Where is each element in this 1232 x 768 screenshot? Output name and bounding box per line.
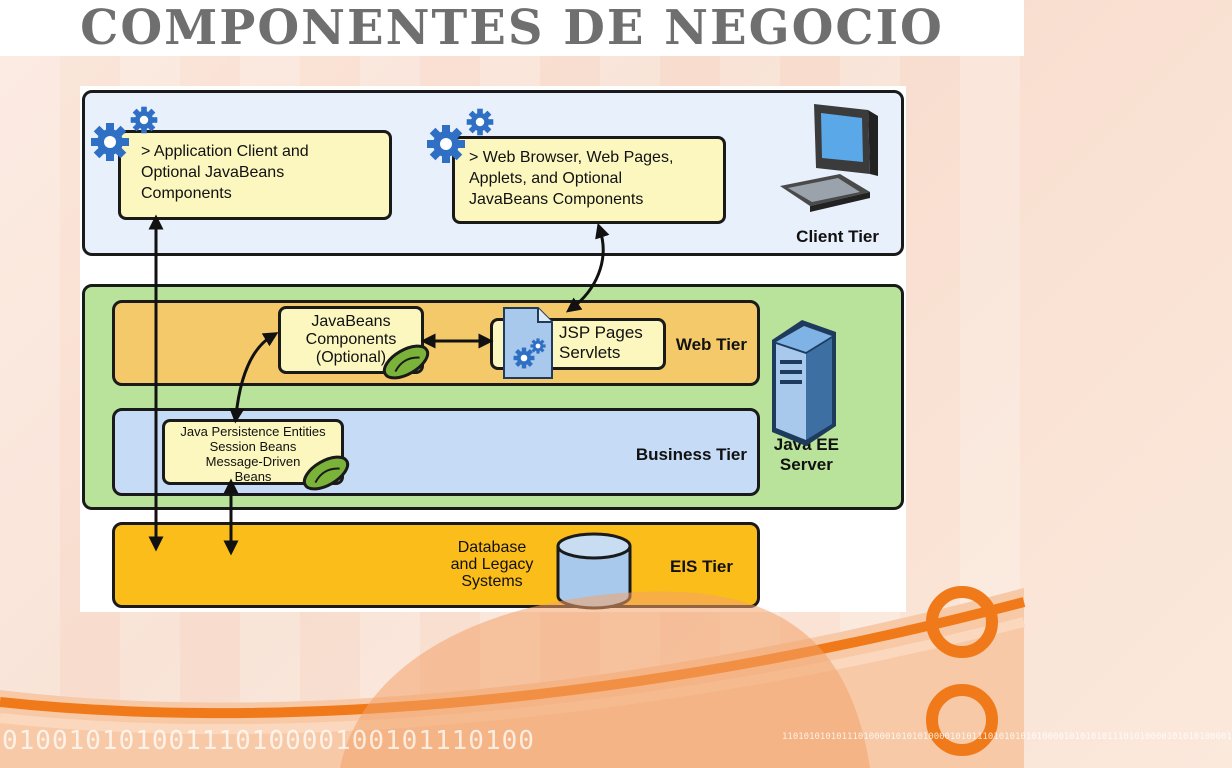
- business-line-2: Session Beans: [209, 439, 297, 454]
- web-client-line-2: Applets, and Optional: [469, 170, 622, 187]
- orange-ring-decoration: [926, 586, 998, 658]
- eis-tier-box: EIS Tier Database and Legacy Systems: [112, 522, 760, 608]
- web-tier-label: Web Tier: [675, 335, 747, 354]
- business-line-4: Beans: [234, 469, 272, 484]
- web-client-line-1: > Web Browser, Web Pages,: [469, 149, 674, 166]
- application-client-component: > Application Client and Optional JavaBe…: [118, 130, 392, 220]
- jsp-servlets-component: JSP Pages Servlets: [490, 318, 666, 370]
- database-label-line-3: Systems: [461, 573, 523, 590]
- server-label-line-2: Server: [779, 455, 833, 474]
- business-tier-label: Business Tier: [635, 445, 747, 464]
- server-label-line-1: Java EE: [773, 435, 839, 454]
- java-ee-server-label: Java EE Server: [774, 435, 839, 475]
- orange-ring-decoration: [926, 684, 998, 756]
- binary-strip-large: 01001010100111010000100101110100: [2, 726, 535, 756]
- javabeans-line-1: JavaBeans: [311, 313, 391, 330]
- bottom-decoration: [0, 586, 1026, 768]
- java-ee-tier-diagram: Client Tier Java EE Server Web Tier Busi…: [80, 86, 906, 612]
- javabeans-line-2: Components: [305, 331, 397, 348]
- database-label-line-1: Database: [457, 539, 527, 556]
- binary-strip-small: 1101010101011101000010101010000101011101…: [782, 732, 1232, 742]
- app-client-line-2: Optional JavaBeans: [141, 164, 285, 181]
- business-line-3: Message-Driven: [205, 454, 301, 469]
- web-browser-component: > Web Browser, Web Pages, Applets, and O…: [452, 136, 726, 224]
- jsp-line-2: Servlets: [559, 343, 621, 362]
- database-label: Database and Legacy Systems: [427, 539, 557, 590]
- app-client-line-3: Components: [141, 185, 232, 202]
- web-client-line-3: JavaBeans Components: [469, 191, 644, 208]
- javabeans-component: JavaBeans Components (Optional): [278, 306, 424, 374]
- app-client-line-1: > Application Client and: [141, 143, 309, 160]
- slide-title: Componentes de Negocio: [0, 0, 1024, 56]
- jsp-line-1: JSP Pages: [559, 323, 643, 342]
- client-tier-label: Client Tier: [796, 227, 879, 246]
- eis-tier-label: EIS Tier: [670, 557, 733, 576]
- business-line-1: Java Persistence Entities: [180, 424, 326, 439]
- database-label-line-2: and Legacy: [450, 556, 534, 573]
- business-components: Java Persistence Entities Session Beans …: [162, 419, 344, 485]
- javabeans-line-3: (Optional): [315, 349, 387, 366]
